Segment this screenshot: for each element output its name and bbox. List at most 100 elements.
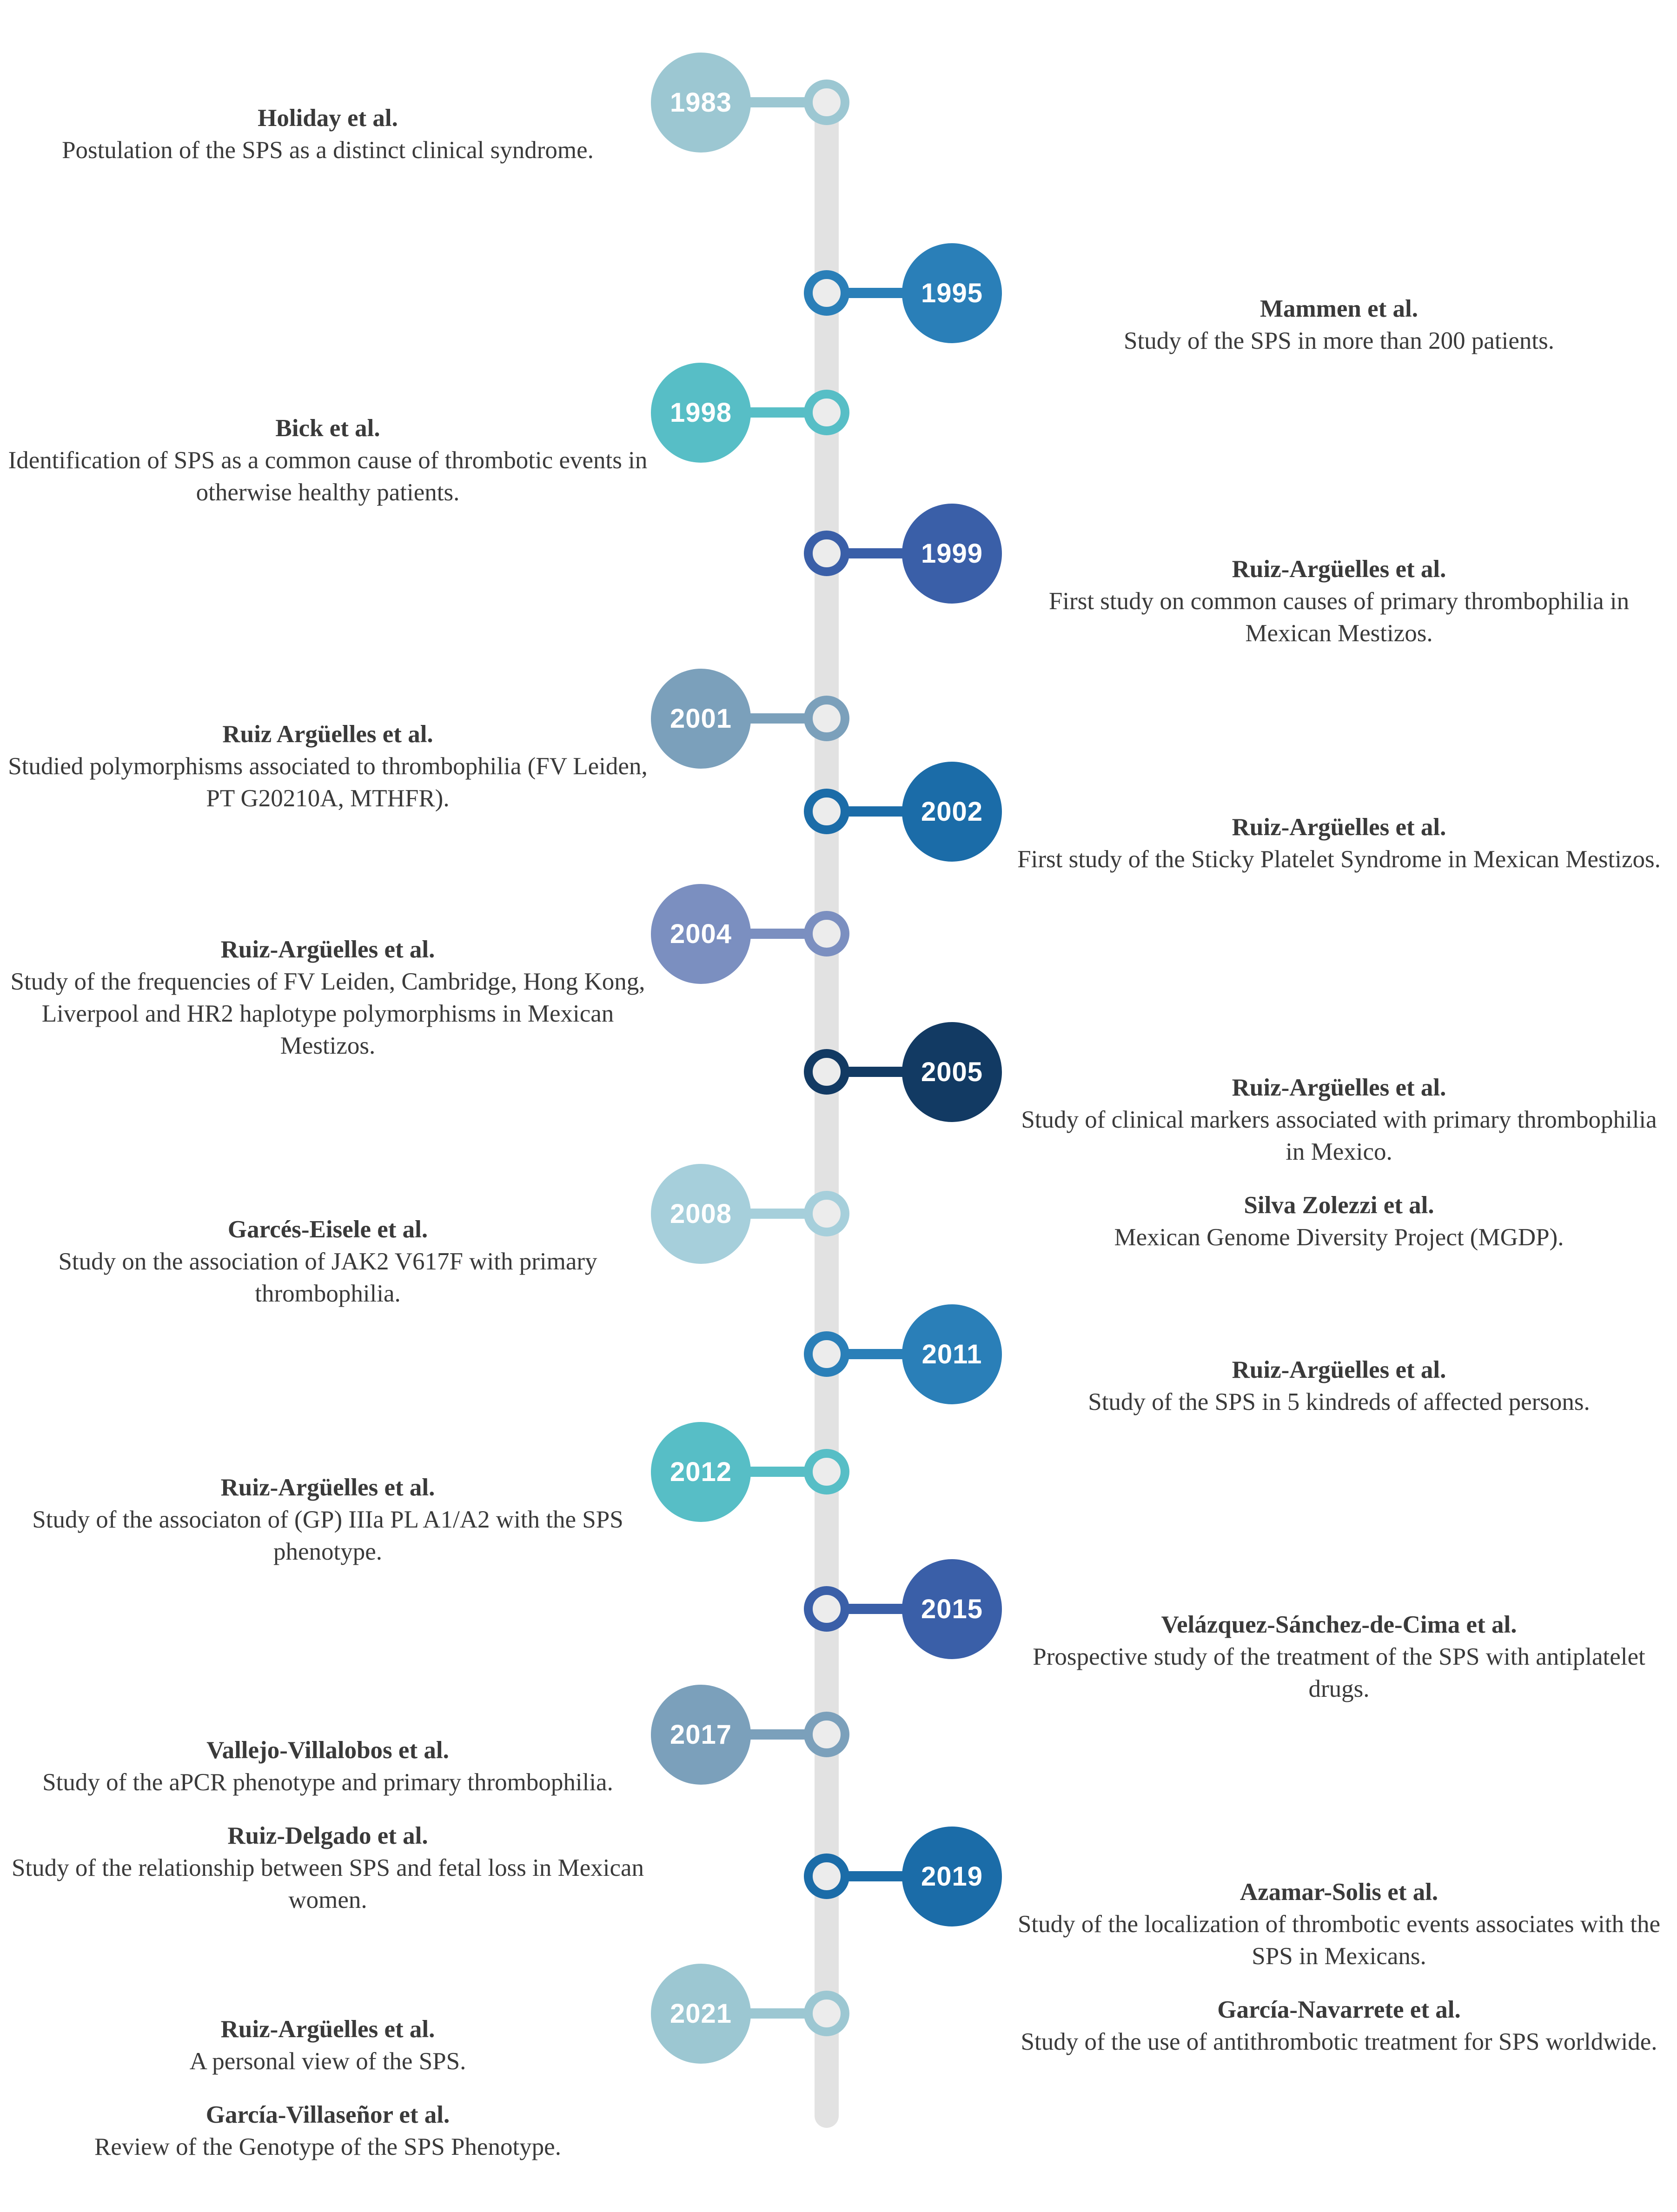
event-entry: Ruiz-Argüelles et al. Study of the freque… [5, 934, 651, 1062]
year-bubble-1998[interactable]: 1998 [651, 363, 751, 463]
entry-author: Silva Zolezzi et al. [1244, 1191, 1434, 1219]
entry-description: Study of the SPS in 5 kindreds of affect… [1088, 1388, 1590, 1415]
event-entry: Ruiz-Argüelles et al.First study on comm… [1014, 553, 1664, 650]
year-bubble-2002[interactable]: 2002 [902, 762, 1002, 862]
timeline-node-marker-icon[interactable] [804, 1331, 849, 1377]
entry-author: Ruiz-Delgado et al. [227, 1822, 428, 1849]
timeline-node-marker-icon[interactable] [804, 1991, 849, 2036]
entry-description: Postulation of the SPS as a distinct cli… [62, 136, 594, 164]
event-text-block: Ruiz-Argüelles et al. A personal view of … [5, 2013, 651, 2163]
event-text-block: Ruiz-Argüelles et al. First study of the … [1014, 811, 1664, 876]
entry-description: Study of the SPS in more than 200 patien… [1124, 327, 1554, 354]
event-text-block: Ruiz-Argüelles et al.First study on comm… [1014, 553, 1664, 650]
entry-author: Ruiz-Argüelles et al. [220, 1474, 435, 1501]
event-entry: Ruiz-Argüelles et al. Study of clinical m… [1014, 1072, 1664, 1168]
year-bubble-1999[interactable]: 1999 [902, 504, 1002, 604]
year-bubble-1995[interactable]: 1995 [902, 243, 1002, 343]
event-entry: Garcés-Eisele et al. Study on the associa… [5, 1214, 651, 1310]
entry-author: Ruiz-Argüelles et al. [220, 2016, 435, 2043]
timeline-node-marker-icon[interactable] [804, 911, 849, 957]
timeline-node-marker-icon[interactable] [804, 80, 849, 125]
entry-description: Studied polymorphisms associated to thro… [8, 752, 648, 812]
entry-description: Study of the localization of thrombotic … [1017, 1910, 1661, 1970]
event-text-block: Azamar-Solis et al. Study of the localiza… [1014, 1876, 1664, 2058]
timeline-node-marker-icon[interactable] [804, 1191, 849, 1236]
entry-description: Study of the relationship between SPS an… [11, 1854, 644, 1913]
entry-description: Review of the Genotype of the SPS Phenot… [94, 2133, 561, 2160]
year-bubble-2005[interactable]: 2005 [902, 1022, 1002, 1122]
year-bubble-2017[interactable]: 2017 [651, 1685, 751, 1785]
event-entry: Ruiz-Argüelles et al. A personal view of … [5, 2013, 651, 2078]
entry-description: A personal view of the SPS. [189, 2047, 466, 2075]
event-text-block: Velázquez-Sánchez-de-Cima et al. Prospect… [1014, 1609, 1664, 1705]
entry-description: Study of the aPCR phenotype and primary … [42, 1768, 613, 1796]
timeline-node-marker-icon[interactable] [804, 789, 849, 834]
timeline-spine [815, 82, 839, 2128]
timeline-node-marker-icon[interactable] [804, 1049, 849, 1095]
year-bubble-2004[interactable]: 2004 [651, 884, 751, 984]
entry-author: García-Navarrete et al. [1217, 1996, 1461, 2023]
event-entry: Ruiz-Argüelles et al. First study of the … [1014, 811, 1664, 876]
entry-author: García-Villaseñor et al. [205, 2101, 450, 2128]
event-entry: Bick et al. Identification of SPS as a co… [5, 412, 651, 509]
event-entry: Ruiz-Argüelles et al. Study of the associ… [5, 1472, 651, 1568]
entry-description: Prospective study of the treatment of th… [1033, 1643, 1645, 1702]
year-bubble-2019[interactable]: 2019 [902, 1827, 1002, 1926]
year-bubble-2008[interactable]: 2008 [651, 1164, 751, 1264]
event-entry: Ruiz Argüelles et al. Studied polymorphis… [5, 718, 651, 815]
entry-author: Bick et al. [275, 415, 380, 442]
entry-author: Mammen et al. [1260, 295, 1418, 322]
year-bubble-2021[interactable]: 2021 [651, 1964, 751, 2064]
event-text-block: Ruiz-Argüelles et al. Study of the associ… [5, 1472, 651, 1568]
year-bubble-2001[interactable]: 2001 [651, 669, 751, 769]
entry-description: Study of the frequencies of FV Leiden, C… [10, 968, 645, 1059]
timeline-node-marker-icon[interactable] [804, 696, 849, 741]
event-text-block: Ruiz-Argüelles et al. Study of the SPS in… [1014, 1354, 1664, 1418]
timeline-node-marker-icon[interactable] [804, 1853, 849, 1899]
entry-author: Garcés-Eisele et al. [227, 1216, 428, 1243]
timeline-node-marker-icon[interactable] [804, 1712, 849, 1757]
event-text-block: Holiday et al. Postulation of the SPS as … [5, 102, 651, 166]
entry-author: Azamar-Solis et al. [1240, 1879, 1438, 1906]
timeline-node-marker-icon[interactable] [804, 1586, 849, 1632]
event-entry: Silva Zolezzi et al. Mexican Genome Diver… [1014, 1189, 1664, 1254]
year-bubble-2012[interactable]: 2012 [651, 1422, 751, 1522]
event-entry: García-Navarrete et al. Study of the use … [1014, 1994, 1664, 2058]
entry-description: Study on the association of JAK2 V617F w… [58, 1248, 597, 1307]
event-text-block: Garcés-Eisele et al. Study on the associa… [5, 1214, 651, 1310]
entry-author: Ruiz-Argüelles et al. [220, 936, 435, 963]
entry-description: Study of the use of antithrombotic treat… [1021, 2028, 1657, 2055]
entry-author: Velázquez-Sánchez-de-Cima et al. [1161, 1611, 1517, 1638]
year-bubble-1983[interactable]: 1983 [651, 53, 751, 153]
entry-description: Identification of SPS as a common cause … [8, 446, 648, 506]
event-text-block: Ruiz Argüelles et al. Studied polymorphis… [5, 718, 651, 815]
event-entry: Vallejo-Villalobos et al. Study of the aP… [5, 1734, 651, 1799]
entry-description: First study on common causes of primary … [1048, 587, 1630, 647]
event-entry: Mammen et al. Study of the SPS in more th… [1014, 293, 1664, 357]
year-bubble-2011[interactable]: 2011 [902, 1304, 1002, 1404]
entry-description: Mexican Genome Diversity Project (MGDP). [1114, 1223, 1564, 1251]
entry-author: Ruiz-Argüelles et al. [1232, 814, 1446, 841]
entry-description: First study of the Sticky Platelet Syndr… [1017, 845, 1661, 873]
entry-author: Holiday et al. [258, 105, 398, 132]
entry-author: Vallejo-Villalobos et al. [206, 1737, 449, 1764]
event-text-block: Ruiz-Argüelles et al. Study of clinical m… [1014, 1072, 1664, 1253]
event-entry: Ruiz-Delgado et al. Study of the relation… [5, 1820, 651, 1916]
event-entry: García-Villaseñor et al. Review of the Ge… [5, 2099, 651, 2163]
event-text-block: Ruiz-Argüelles et al. Study of the freque… [5, 934, 651, 1062]
timeline-node-marker-icon[interactable] [804, 270, 849, 316]
entry-author: Ruiz Argüelles et al. [222, 721, 433, 748]
year-bubble-2015[interactable]: 2015 [902, 1559, 1002, 1659]
timeline-node-marker-icon[interactable] [804, 1449, 849, 1495]
entry-description: Study of the associaton of (GP) IIIa PL … [32, 1506, 623, 1565]
entry-author: Ruiz-Argüelles et al. [1232, 1074, 1446, 1101]
event-text-block: Mammen et al. Study of the SPS in more th… [1014, 293, 1664, 357]
entry-description: Study of clinical markers associated wit… [1021, 1106, 1657, 1165]
event-entry: Ruiz-Argüelles et al. Study of the SPS in… [1014, 1354, 1664, 1418]
event-entry: Holiday et al. Postulation of the SPS as … [5, 102, 651, 166]
event-text-block: Bick et al. Identification of SPS as a co… [5, 412, 651, 509]
timeline-node-marker-icon[interactable] [804, 390, 849, 435]
entry-author: Ruiz-Argüelles et al. [1232, 1356, 1446, 1383]
timeline-node-marker-icon[interactable] [804, 531, 849, 576]
